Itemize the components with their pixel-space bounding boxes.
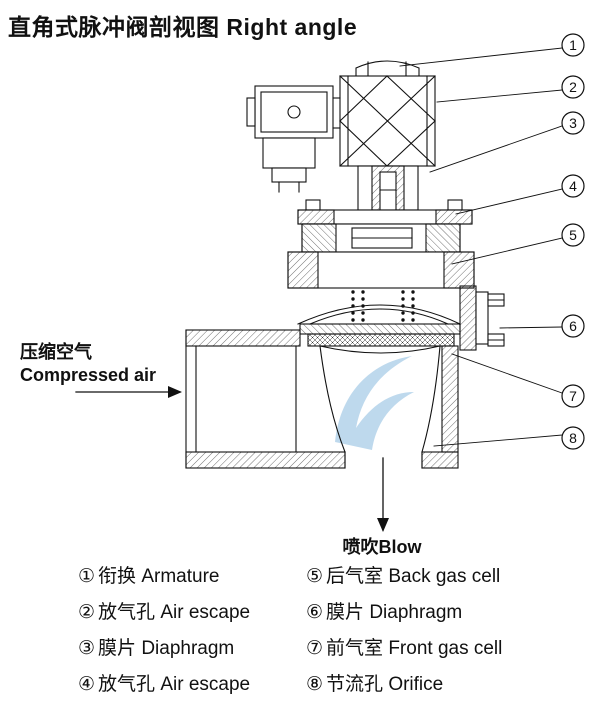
page-title: 直角式脉冲阀剖视图 Right angle (8, 14, 358, 40)
callout-2-number: 2 (569, 79, 577, 95)
legend-item-6-number: ⑥ (306, 602, 324, 623)
solenoid-coil (339, 75, 436, 167)
callout-8-number: 8 (569, 430, 577, 446)
callout-4-number: 4 (569, 178, 577, 194)
main-valve-body (295, 345, 459, 469)
callout-3: 3 (561, 111, 585, 135)
legend-item-5-label: 后气室 Back gas cell (326, 566, 501, 587)
watermark-logo (335, 356, 414, 450)
compressed-air-label-cn: 压缩空气 (20, 341, 92, 362)
compressed-air-label-en: Compressed air (20, 365, 156, 385)
right-flange (459, 285, 505, 351)
callout-7: 7 (561, 384, 585, 408)
blow-label: 喷吹Blow (343, 536, 423, 557)
callout-4: 4 (561, 174, 585, 198)
callout-6: 6 (561, 314, 585, 338)
inlet-pipe (185, 329, 346, 469)
main-diaphragm (299, 323, 461, 335)
back-gas-cell-cover (297, 304, 461, 325)
legend-item-8-label: 节流孔 Orifice (326, 674, 444, 695)
callout-2: 2 (561, 75, 585, 99)
spring-section-dots (351, 290, 415, 322)
legend-item-4-number: ④ (78, 674, 96, 695)
legend-item-2-label: 放气孔 Air escape (98, 602, 251, 623)
cable-connector (246, 85, 341, 193)
legend-item-3-number: ③ (78, 638, 96, 659)
callout-1: 1 (561, 33, 585, 57)
pilot-valve-body (287, 223, 475, 289)
solenoid-top-cap (355, 60, 420, 77)
legend-item-8-number: ⑧ (306, 674, 324, 695)
callout-5: 5 (561, 223, 585, 247)
leader-lines (399, 47, 563, 447)
legend-item-3-label: 膜片 Diaphragm (98, 638, 235, 659)
callout-6-number: 6 (569, 318, 577, 334)
callout-7-number: 7 (569, 388, 577, 404)
bonnet-plate (297, 199, 473, 225)
callout-1-number: 1 (569, 37, 577, 53)
callout-balloons: 1 2 3 4 5 6 7 (561, 33, 585, 450)
legend-item-1-label: 衔换 Armature (98, 566, 220, 587)
callout-8: 8 (561, 426, 585, 450)
legend-item-5-number: ⑤ (306, 566, 324, 587)
legend-item-7-label: 前气室 Front gas cell (326, 638, 503, 659)
legend-item-4-label: 放气孔 Air escape (98, 674, 251, 695)
legend-item-1-number: ① (78, 566, 96, 587)
legend-item-2-number: ② (78, 602, 96, 623)
valve-seat (307, 333, 455, 347)
armature-tube (357, 165, 419, 211)
callout-3-number: 3 (569, 115, 577, 131)
callout-5-number: 5 (569, 227, 577, 243)
legend-item-7-number: ⑦ (306, 638, 324, 659)
legend-item-6-label: 膜片 Diaphragm (326, 602, 463, 623)
